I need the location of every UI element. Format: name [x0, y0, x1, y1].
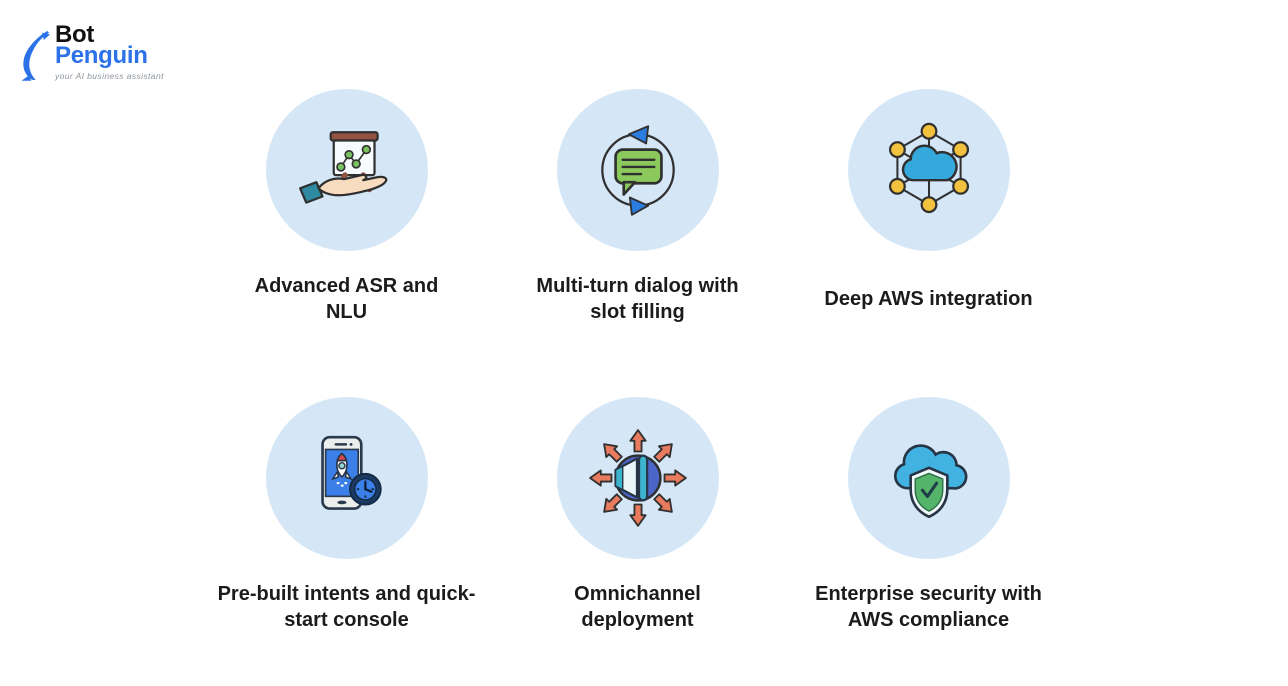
feature-label-line: slot filling — [590, 301, 685, 323]
phone-rocket-clock-icon — [320, 435, 382, 510]
logo-text: Bot Penguin your AI business assistant — [55, 21, 164, 82]
feature-label: Deep AWS integration — [824, 273, 1032, 325]
feature-icon-circle — [556, 397, 719, 559]
logo-tagline: your AI business assistant — [55, 71, 164, 81]
penguin-icon — [21, 31, 50, 81]
feature-card-omnichannel: Omnichannel deployment — [492, 397, 783, 633]
feature-label-line: Enterprise security with — [815, 583, 1042, 605]
feature-label-line: Multi-turn dialog with — [536, 275, 739, 297]
feature-card-enterprise-security: Enterprise security with AWS compliance — [783, 397, 1074, 633]
feature-label-line: Pre-built intents and quick- — [217, 583, 476, 605]
botpenguin-logo: Bot Penguin your AI business assistant — [18, 21, 164, 82]
feature-icon-circle — [847, 89, 1010, 251]
feature-label-line: Deep AWS integration — [824, 288, 1033, 310]
feature-icon-circle — [556, 89, 719, 251]
feature-label: Pre-built intents and quick- start conso… — [218, 581, 476, 633]
feature-label: Multi-turn dialog with slot filling — [536, 273, 738, 325]
feature-label-line: start console — [284, 609, 409, 631]
feature-icon-circle — [265, 397, 428, 559]
feature-card-multi-turn-dialog: Multi-turn dialog with slot filling — [492, 89, 783, 325]
feature-label-line: AWS compliance — [847, 609, 1010, 631]
feature-label-line: deployment — [581, 609, 694, 631]
cloud-shield-check-icon — [893, 444, 967, 519]
feature-label: Advanced ASR and NLU — [255, 273, 439, 325]
cloud-network-icon — [888, 122, 969, 214]
feature-label-line: Omnichannel — [574, 583, 701, 605]
hand-presentation-chart-icon — [298, 131, 387, 204]
feature-icon-circle — [847, 397, 1010, 559]
feature-grid: Advanced ASR and NLU Multi-turn dialog w… — [201, 89, 1074, 633]
feature-card-asr-nlu: Advanced ASR and NLU — [201, 89, 492, 325]
logo-word-bot: Bot — [55, 21, 95, 48]
feature-label: Omnichannel deployment — [574, 581, 701, 633]
megaphone-broadcast-icon — [588, 429, 687, 527]
chat-sync-loop-icon — [600, 125, 675, 216]
feature-label: Enterprise security with AWS compliance — [815, 581, 1042, 633]
feature-label-line: Advanced ASR and — [254, 275, 439, 297]
feature-label-line: NLU — [325, 301, 368, 323]
feature-card-quickstart-console: Pre-built intents and quick- start conso… — [201, 397, 492, 633]
logo-word-penguin: Penguin — [55, 42, 148, 69]
feature-icon-circle — [265, 89, 428, 251]
feature-card-aws-integration: Deep AWS integration — [783, 89, 1074, 325]
